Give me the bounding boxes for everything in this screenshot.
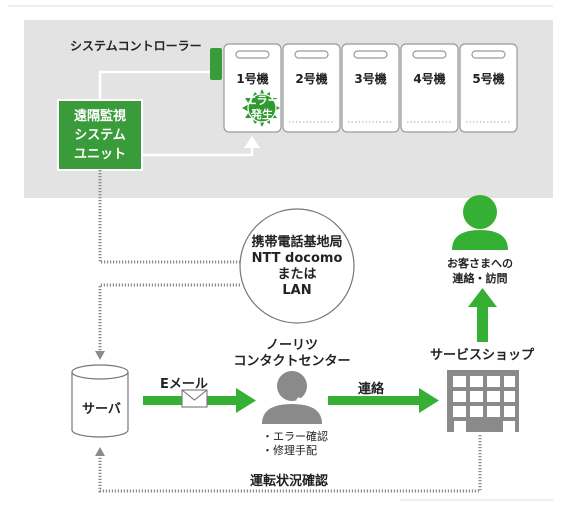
unit-2 — [282, 43, 341, 133]
unit-5 — [459, 43, 518, 133]
contact-to-shop-arrow-shaft — [328, 396, 420, 405]
contact-label: 連絡 — [358, 382, 385, 397]
unit-label-3: 3号機 — [354, 72, 387, 86]
controller-strip — [210, 48, 222, 80]
network-to-server-dotted-line — [98, 283, 240, 352]
customer-person-icon — [452, 195, 508, 250]
status-check-dotted-line — [98, 435, 482, 493]
shop-to-customer-arrow-shaft — [477, 306, 488, 342]
controller-to-monitor-line — [98, 70, 210, 100]
server-to-contact-arrowhead — [236, 388, 256, 413]
contact-to-shop-arrowhead — [419, 388, 439, 413]
monitor-unit-line-3: ユニット — [73, 147, 126, 162]
network-line-1: 携帯電話基地局 — [251, 235, 343, 250]
network-line-4: LAN — [282, 283, 312, 298]
status-check-label: 運転状況確認 — [250, 474, 329, 489]
contact-center-line-1: ノーリツ — [265, 338, 318, 353]
email-label: Eメール — [160, 377, 208, 392]
server-icon — [71, 364, 129, 438]
monitor-unit-line-1: 遠隔監視 — [73, 109, 126, 124]
unit-3 — [341, 43, 400, 133]
unit-label-4: 4号機 — [413, 72, 446, 86]
unit-label-1: 1号機 — [236, 72, 269, 86]
error-badge-icon — [242, 89, 280, 127]
building-icon — [447, 370, 519, 432]
customer-text: お客さまへの 連絡・訪問 — [432, 256, 528, 286]
network-circle — [239, 208, 355, 324]
contact-center-line-2: コンタクトセンター — [233, 354, 351, 369]
network-text: 携帯電話基地局 NTT docomo または LAN — [240, 235, 354, 299]
envelope-icon — [181, 389, 208, 408]
status-check-arrowhead — [95, 447, 105, 456]
contact-task-2: ・修理手配 — [262, 444, 317, 457]
network-to-server-arrowhead — [95, 351, 105, 360]
contact-task-1: ・エラー確認 — [262, 430, 328, 443]
unit-label-5: 5号機 — [472, 72, 505, 86]
error-signal-arrowhead — [244, 136, 260, 148]
unit-label-2: 2号機 — [295, 72, 328, 86]
service-shop-label: サービスショップ — [430, 348, 535, 363]
error-badge-line-1: エラー — [245, 94, 279, 107]
operator-icon — [262, 364, 322, 424]
error-badge-line-2: 発生 — [251, 108, 273, 121]
monitor-to-network-dotted-line — [98, 170, 240, 264]
shop-to-customer-arrowhead — [468, 288, 497, 307]
unit-4 — [400, 43, 459, 133]
contact-center-title: ノーリツ コンタクトセンター — [232, 338, 352, 370]
error-badge-text: エラー 発生 — [242, 94, 282, 122]
monitor-unit-box — [57, 99, 143, 171]
monitor-unit-line-2: システム — [74, 128, 126, 143]
server-label: サーバ — [82, 402, 121, 417]
network-line-2: NTT docomo — [251, 251, 343, 266]
contact-tasks: ・エラー確認 ・修理手配 — [262, 430, 328, 458]
monitor-unit-text: 遠隔監視 システム ユニット — [58, 107, 142, 164]
customer-line-2: 連絡・訪問 — [452, 272, 508, 285]
controller-label: システムコントローラー — [70, 39, 202, 53]
network-line-3: または — [277, 267, 317, 282]
customer-line-1: お客さまへの — [447, 257, 513, 270]
